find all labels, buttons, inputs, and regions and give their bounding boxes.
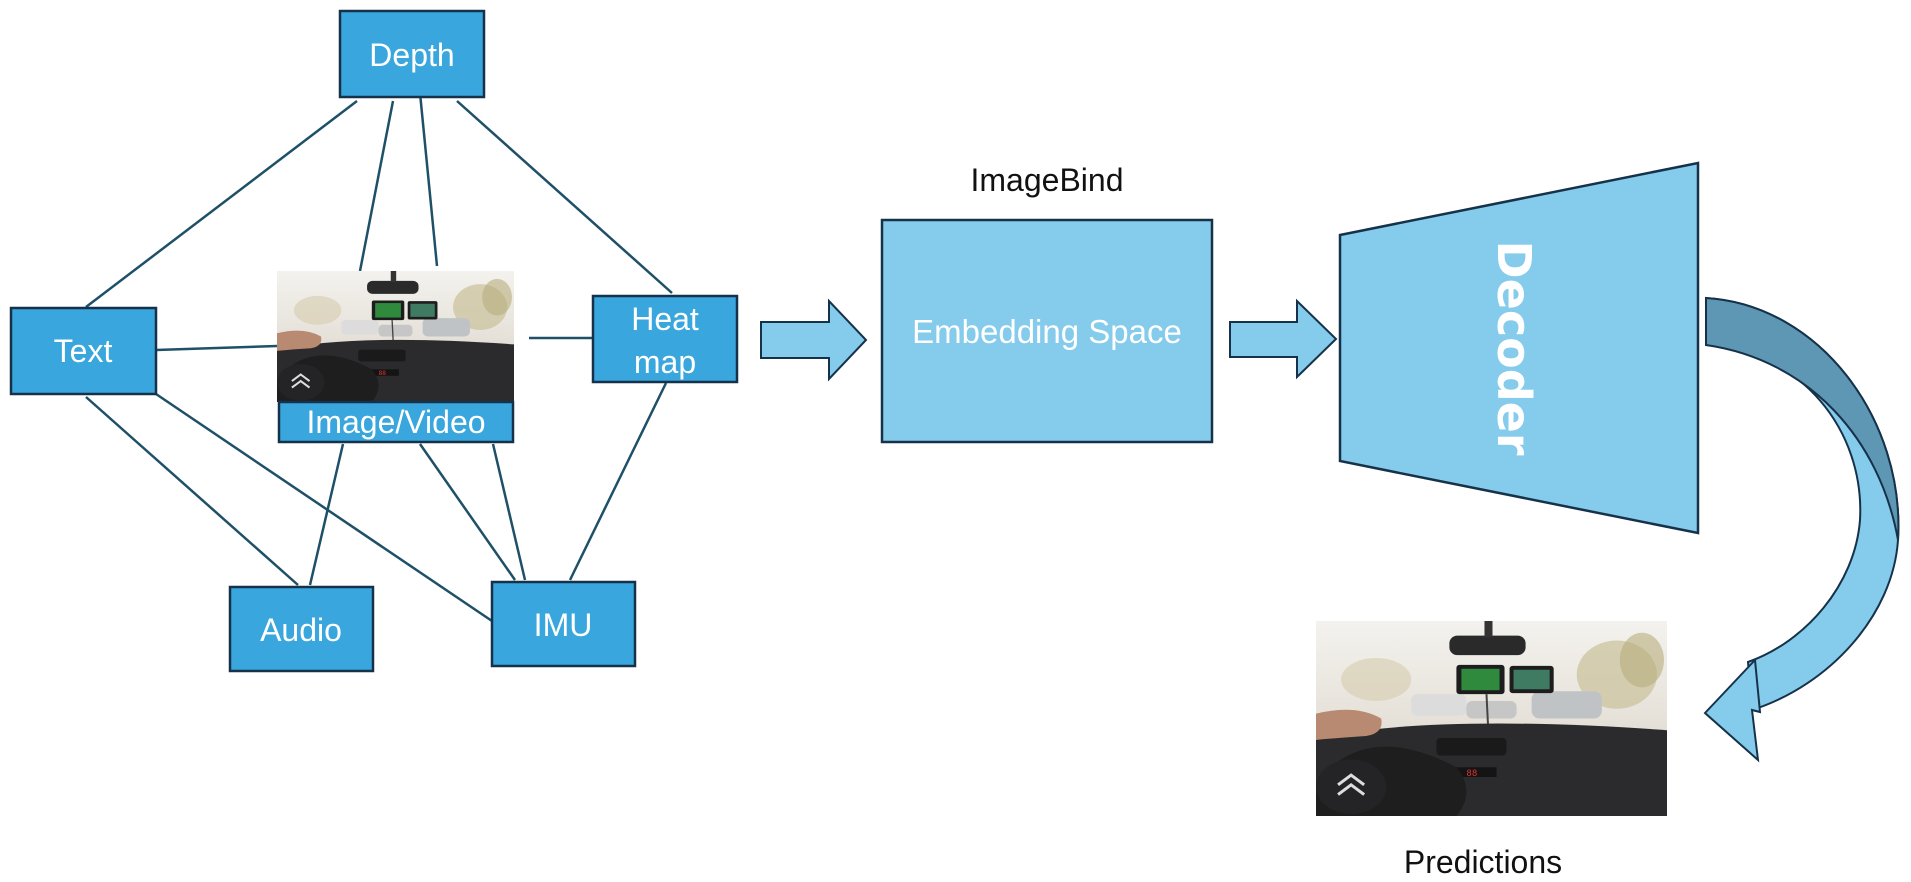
depth-node: Depth	[338, 9, 486, 99]
edge-text-audio	[85, 396, 299, 586]
audio-node: Audio	[228, 585, 375, 673]
edge-depth-heatmap	[456, 100, 673, 294]
edge-text-image	[155, 344, 278, 352]
text-node: Text	[9, 306, 158, 396]
text-label: Text	[54, 333, 113, 369]
decoder-label: Decoder	[1487, 240, 1541, 455]
image-video-node: Image/Video	[263, 271, 515, 444]
edge-text-imu	[155, 392, 493, 623]
heatmap-label-line1: Heat	[631, 301, 699, 337]
edge-depth-text	[85, 100, 358, 308]
driver-camera-image	[263, 271, 514, 402]
edge-image-imu-left	[418, 443, 517, 581]
predictions-image	[1296, 621, 1667, 816]
curved-arrow-head	[1703, 657, 1762, 763]
edge-image-imu-right	[491, 443, 527, 581]
modality-edges	[85, 92, 673, 623]
embedding-space-label: Embedding Space	[912, 313, 1182, 350]
arrow-to-imagebind	[760, 298, 868, 382]
edge-depth-image-left	[358, 100, 395, 272]
depth-label: Depth	[369, 37, 454, 73]
embedding-space-block: Embedding Space	[880, 218, 1214, 444]
heatmap-label-line2: map	[634, 344, 696, 380]
decoder-block: Decoder	[1338, 161, 1700, 535]
edge-heatmap-imu	[568, 382, 668, 581]
curved-arrow-to-predictions	[1703, 296, 1900, 763]
imu-node: IMU	[490, 580, 637, 668]
imagebind-title: ImageBind	[971, 162, 1124, 198]
heatmap-node: Heat map	[591, 294, 739, 384]
arrow-to-decoder	[1229, 298, 1338, 380]
audio-label: Audio	[260, 612, 342, 648]
curved-arrow-shade	[1705, 296, 1900, 541]
edge-image-audio	[308, 443, 345, 586]
image-video-label: Image/Video	[306, 404, 485, 440]
imu-label: IMU	[534, 607, 593, 643]
edge-depth-image-right	[418, 92, 439, 267]
predictions-label: Predictions	[1404, 844, 1562, 880]
